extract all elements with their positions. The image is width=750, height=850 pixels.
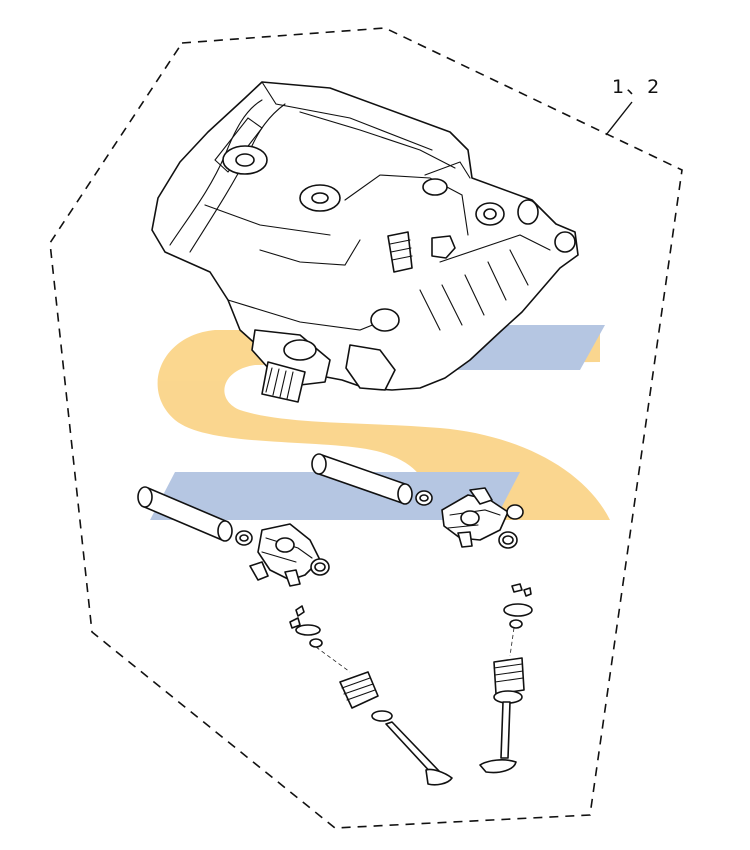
valve-assembly-left <box>289 605 453 786</box>
rocker-shaft-left <box>137 486 253 546</box>
rocker-shaft-right <box>311 453 433 506</box>
callout-leader-line <box>605 101 633 136</box>
rocker-arm-left <box>249 523 330 587</box>
part-number-callout: 1、2 <box>612 76 662 98</box>
rocker-arm-right <box>441 487 524 549</box>
group-boundary <box>49 27 683 829</box>
valve-assembly-right <box>479 583 533 774</box>
cylinder-head <box>151 81 579 403</box>
watermark-blue-bottom <box>150 472 520 520</box>
